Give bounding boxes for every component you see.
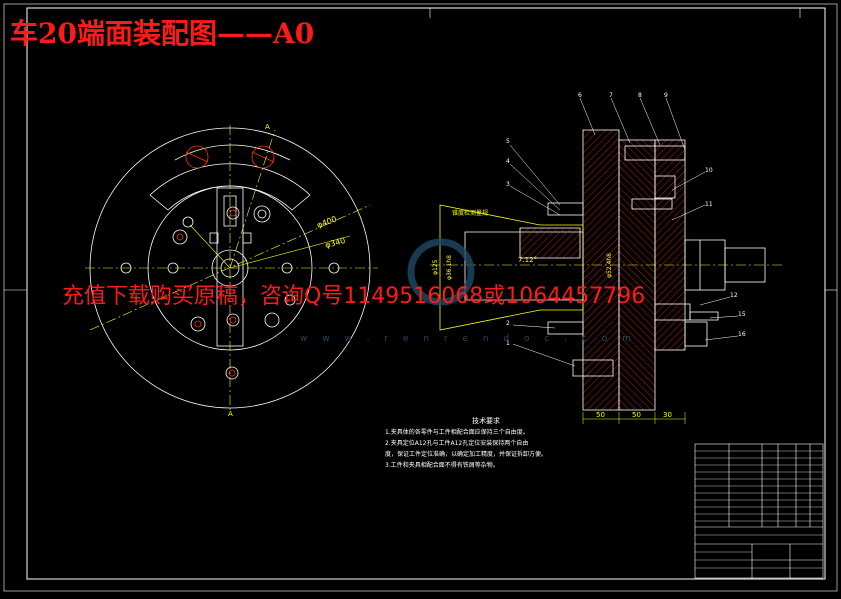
svg-text:11: 11 [705, 201, 713, 208]
svg-text:12: 12 [730, 292, 738, 299]
inner-frame [26, 7, 826, 580]
callout-numbers: 6 7 8 9 5 4 3 10 11 2 1 12 15 16 [506, 92, 746, 347]
svg-text:A: A [265, 123, 270, 131]
front-view-centerlines [85, 125, 378, 412]
dim-d340: φ340 [324, 236, 346, 250]
svg-text:8: 8 [638, 92, 642, 99]
svg-text:1: 1 [506, 340, 510, 347]
dim-w2: 50 [632, 411, 641, 419]
technical-notes: 技术要求 1.夹具体的各零件与工件相配合面应保持三个自由度。 2.夹具定位A12… [385, 416, 547, 471]
note-line: 1.夹具体的各零件与工件相配合面应保持三个自由度。 [385, 429, 529, 436]
note-line: 3.工件和夹具相配合面不得有铁屑等杂物。 [385, 462, 499, 469]
watermark-text: w w w . r e n r e n d o c . c o m [300, 334, 637, 344]
dim-d125: φ125 [432, 259, 439, 275]
svg-text:10: 10 [705, 167, 713, 174]
watermark-logo [407, 238, 475, 306]
outer-frame [3, 3, 838, 592]
svg-text:2: 2 [506, 320, 510, 327]
svg-text:15: 15 [738, 311, 746, 318]
svg-text:16: 16 [738, 331, 746, 338]
promo-banner: 充值下载购买原稿，咨询Q号1149516068或1064457796 [62, 284, 646, 309]
svg-text:4: 4 [506, 158, 510, 165]
dim-d36: φ36.1h8 [446, 255, 453, 280]
svg-text:7: 7 [609, 92, 613, 99]
svg-text:9: 9 [664, 92, 668, 99]
note-line: 2.夹具定位A12孔与工件A12孔定位安装保持两个自由 [385, 440, 529, 447]
gauge-label: 锥度检测量规 [452, 209, 488, 217]
front-view [89, 127, 371, 409]
callout-leaders [509, 97, 739, 367]
dim-d52: φ52.4h8 [606, 253, 613, 278]
drawing-title: 车20端面装配图——A0 [10, 17, 315, 50]
dim-d400: φ400 [316, 214, 338, 229]
section-view [439, 129, 766, 411]
dim-w1: 50 [596, 411, 605, 419]
dim-taper: 7.12° [518, 256, 537, 264]
notes-heading: 技术要求 [472, 417, 500, 425]
svg-text:5: 5 [506, 138, 510, 145]
svg-text:A: A [228, 410, 233, 418]
dim-w3: 30 [663, 411, 672, 419]
svg-text:3: 3 [506, 181, 510, 188]
title-block-rows [695, 450, 823, 569]
title-block [694, 443, 824, 579]
note-line: 度，保证工件定位准确，以确定加工精度，并保证拆卸方便。 [385, 451, 548, 458]
svg-text:6: 6 [578, 92, 582, 99]
